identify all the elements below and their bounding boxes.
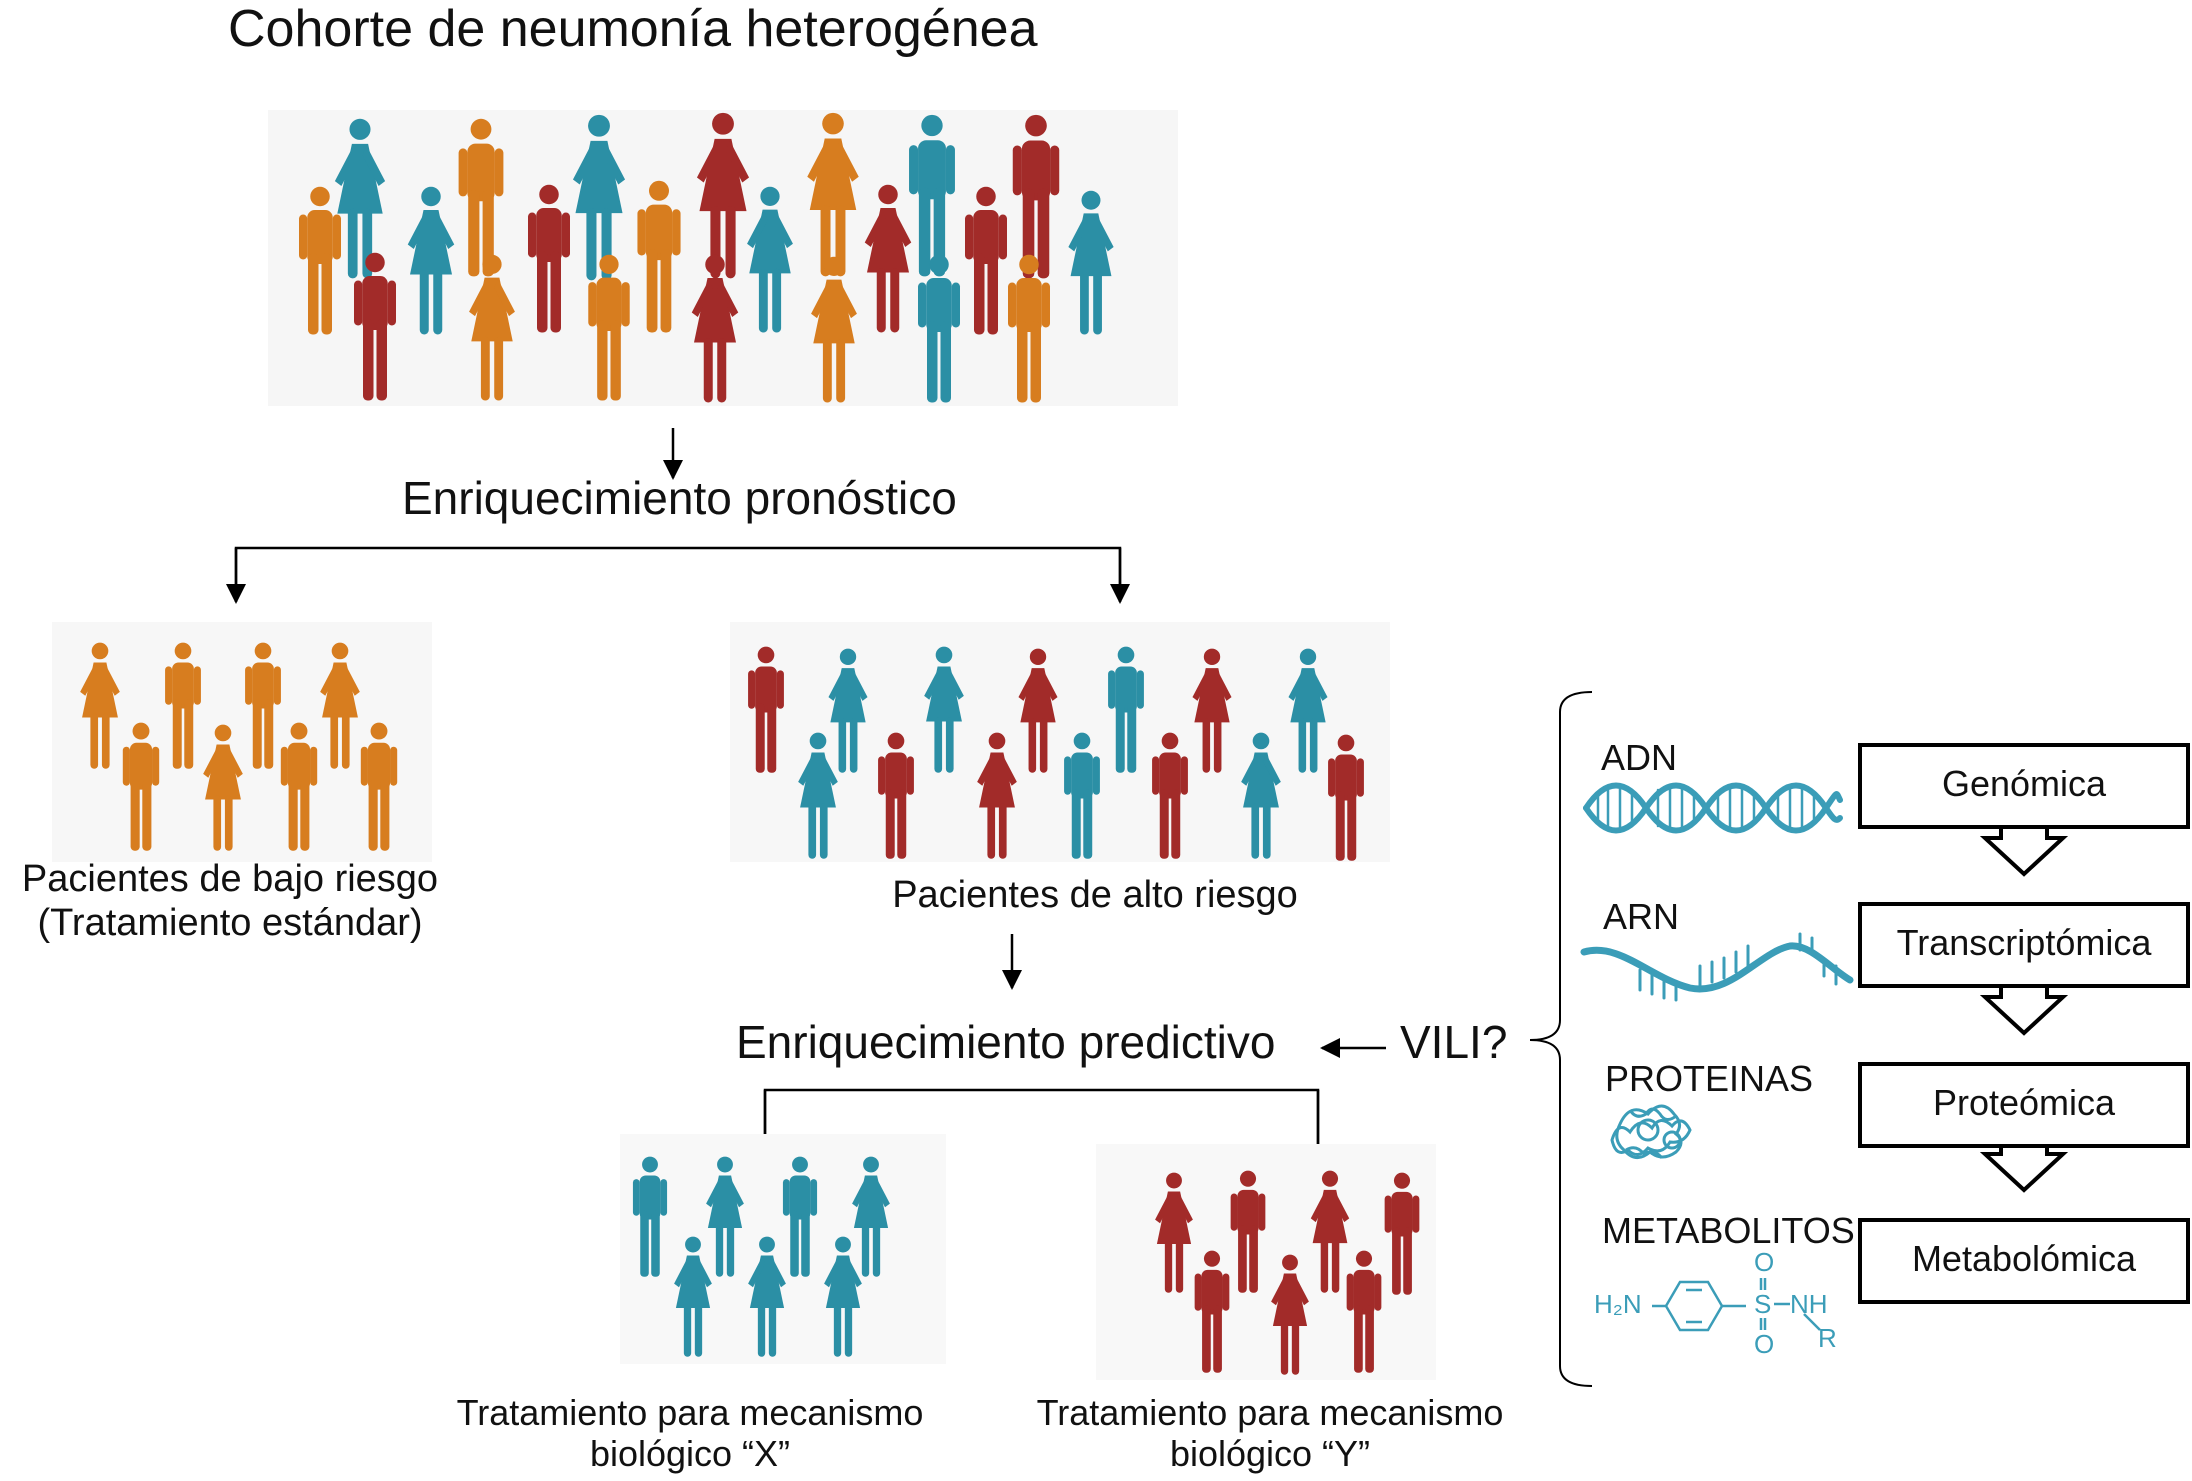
dna-helix-icon bbox=[1583, 782, 1843, 834]
rna-strand-icon bbox=[1580, 932, 1854, 1002]
treatment-x-line1: Tratamiento para mecanismo bbox=[456, 1392, 924, 1433]
flow-arrow-2 bbox=[1979, 988, 2069, 1036]
branch-prognostic bbox=[234, 546, 1122, 600]
omics-brace bbox=[1529, 691, 1593, 1387]
omics-flow-arrows bbox=[1979, 829, 2069, 1193]
treatment-y-line2: biológico “Y” bbox=[1169, 1433, 1371, 1475]
low-risk-label: Pacientes de bajo riesgo (Tratamiento es… bbox=[0, 858, 460, 945]
cohort-crowd-icon bbox=[268, 110, 1178, 406]
chem-sulfur: S bbox=[1754, 1289, 1772, 1319]
omics-technique-proteomica: Proteómica bbox=[1932, 1082, 2116, 1123]
low-risk-crowd-icon bbox=[52, 622, 432, 862]
treatment-x-line2: biológico “X” bbox=[589, 1433, 791, 1475]
treatment-y-label: Tratamiento para mecanismo biológico “Y” bbox=[1000, 1392, 1540, 1475]
high-risk-label: Pacientes de alto riesgo bbox=[892, 874, 1298, 916]
prognostic-enrichment-label: Enriquecimiento pronóstico bbox=[402, 472, 957, 524]
diagram-title: Cohorte de neumonía heterogénea bbox=[228, 0, 1038, 58]
low-risk-line2: (Tratamiento estándar) bbox=[37, 901, 423, 944]
omics-box-metabolomica: Metabolómica bbox=[1858, 1218, 2190, 1304]
omics-box-genomica: Genómica bbox=[1858, 743, 2190, 829]
omics-molecule-adn: ADN bbox=[1601, 737, 1678, 778]
treatment-y-crowd-icon bbox=[1096, 1144, 1436, 1380]
chem-oxygen-top: O bbox=[1754, 1247, 1775, 1277]
omics-molecule-proteinas: PROTEINAS bbox=[1605, 1058, 1814, 1099]
omics-molecule-metabolitos: METABOLITOS bbox=[1602, 1210, 1855, 1251]
treatment-x-crowd-icon bbox=[620, 1134, 946, 1364]
chem-amine: H₂N bbox=[1594, 1289, 1642, 1319]
high-risk-crowd-icon bbox=[730, 622, 1390, 862]
chem-r-group: R bbox=[1818, 1323, 1837, 1353]
protein-structure-icon bbox=[1610, 1104, 1692, 1159]
flow-arrow-3 bbox=[1979, 1148, 2069, 1193]
omics-molecule-arn: ARN bbox=[1603, 896, 1680, 937]
omics-technique-transcriptomica: Transcriptómica bbox=[1896, 922, 2152, 963]
flow-arrow-1 bbox=[1979, 829, 2069, 877]
metabolite-molecule-icon bbox=[1652, 1278, 1821, 1332]
low-risk-line1: Pacientes de bajo riesgo bbox=[21, 858, 439, 900]
omics-box-proteomica: Proteómica bbox=[1858, 1062, 2190, 1148]
treatment-x-label: Tratamiento para mecanismo biológico “X” bbox=[420, 1392, 960, 1475]
treatment-y-line1: Tratamiento para mecanismo bbox=[1036, 1392, 1504, 1433]
chem-nh: NH bbox=[1790, 1289, 1828, 1319]
omics-technique-genomica: Genómica bbox=[1941, 763, 2107, 804]
vili-label: VILI? bbox=[1400, 1016, 1508, 1068]
chem-oxygen-bottom: O bbox=[1754, 1329, 1775, 1359]
predictive-enrichment-label: Enriquecimiento predictivo bbox=[736, 1016, 1276, 1068]
omics-box-transcriptomica: Transcriptómica bbox=[1858, 902, 2190, 988]
omics-technique-metabolomica: Metabolómica bbox=[1911, 1238, 2137, 1279]
